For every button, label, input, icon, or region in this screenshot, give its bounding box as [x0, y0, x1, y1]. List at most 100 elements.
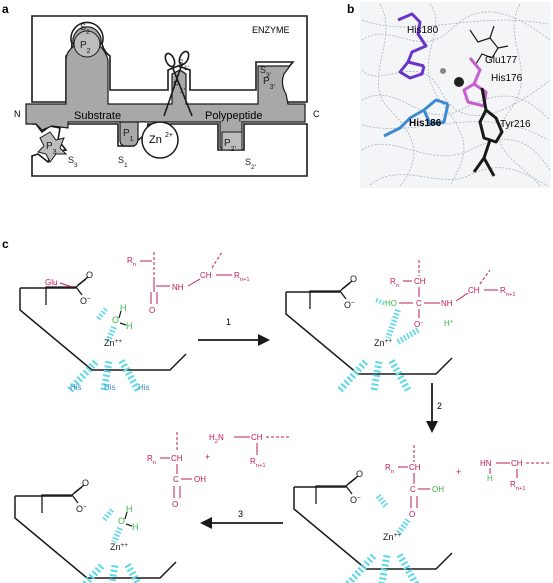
r-group-label: Rn+1: [250, 457, 266, 469]
zinc-sphere: [454, 77, 464, 87]
amine-h2n: H2N: [209, 433, 224, 445]
carbonyl-bond: [73, 484, 85, 494]
carboxyl-oxygen: O: [356, 469, 363, 479]
carboxyl-oxygen: O: [86, 270, 93, 280]
step-arrow-1: 1: [198, 317, 270, 346]
pocket-label-p1: P2: [80, 40, 91, 55]
carboxylate-oxygen: O−: [344, 300, 355, 311]
o-h-bond: [124, 511, 128, 520]
residue-glu177: [469, 25, 509, 65]
label-his176: His176: [491, 73, 523, 84]
pocket-label-p3: P3: [46, 141, 57, 156]
backbone-bond: [479, 269, 491, 285]
zinc-label: Zn: [149, 134, 162, 146]
step-arrow-3: 3: [200, 509, 283, 529]
c-terminus-label: C: [313, 109, 320, 119]
water-sphere: [440, 68, 446, 74]
ribbon-strand: [428, 3, 465, 187]
zinc-ion-label: Zn++: [374, 338, 392, 349]
panel-b-structure: His180 Glu177 His176 His186 Tyr216: [360, 2, 551, 188]
hydroxyl: HO: [385, 299, 397, 308]
zinc-ion: [141, 121, 179, 159]
water-hydrogen: H: [132, 522, 139, 532]
alpha-ch: CH: [171, 454, 183, 463]
ribbon-strand: [378, 3, 415, 187]
glu-side-chain: [41, 494, 72, 513]
zinc-ion-label: Zn++: [383, 532, 401, 543]
hydroxyl: OH: [194, 475, 206, 484]
alpha-ch: CH: [468, 286, 480, 295]
pocket-p3: [37, 131, 68, 163]
zinc-coordination: [385, 308, 401, 340]
tetrahedral-carbon: C: [416, 299, 422, 308]
step-arrow-2: 2: [426, 383, 442, 433]
carboxylate-oxygen: O−: [350, 495, 361, 506]
carboxyl-oxygen: O: [82, 478, 89, 488]
his-coordination-bond: [118, 358, 142, 392]
zinc-ion-label: Zn++: [110, 542, 128, 553]
step-2-label: 2: [437, 401, 442, 411]
h-bond: [102, 508, 114, 522]
alpha-ch: CH: [200, 271, 212, 280]
r-group-label: Rn: [390, 277, 399, 289]
carbonyl-bond: [77, 276, 89, 286]
zinc-coordination: [375, 494, 389, 508]
o-h-bond: [125, 523, 133, 527]
water-oxygen: O: [118, 516, 125, 526]
his-coordination-bond: [108, 563, 119, 583]
label-tyr216: Tyr216: [500, 119, 531, 130]
subsite-label-s4: S1': [178, 58, 189, 72]
alpha-ch: CH: [251, 433, 263, 442]
water-hydrogen: H: [120, 303, 127, 313]
ribbon-strand: [369, 167, 549, 187]
carboxyl-oxygen: O: [350, 274, 357, 284]
ribbon-strand: [361, 94, 551, 121]
ribbon-strand: [361, 121, 549, 141]
h-bond: [96, 307, 108, 321]
residue-his186: [383, 98, 450, 138]
carbonyl-oxygen: O: [172, 500, 178, 509]
residue-tyr216: [472, 87, 504, 177]
residue-his176: [462, 57, 488, 108]
pocket-label-p5: P2': [224, 138, 237, 153]
pocket-label-p6: P3': [263, 76, 276, 91]
amine-hydrogen: H: [487, 474, 493, 483]
oxyanion: O−: [414, 320, 424, 329]
r-group-label: Rn: [385, 463, 394, 475]
his-coordination-bond: [388, 358, 412, 392]
bond: [455, 292, 469, 302]
zinc-ion-label: Zn++: [104, 338, 122, 349]
water-hydrogen: H: [126, 321, 133, 331]
zinc-charge: 2+: [165, 132, 173, 139]
panel-a-letter: a: [2, 2, 9, 16]
scissors-icon: [163, 50, 193, 117]
glu-side-chain: [309, 290, 340, 309]
glu-leader: [59, 282, 73, 288]
ribbon-strand: [361, 19, 549, 28]
carboxylate-bond: [345, 485, 353, 495]
subsite-label-s2: S1: [118, 155, 128, 169]
enzyme-pocket-outline: [14, 496, 177, 579]
r-group-label: Rn: [147, 454, 156, 466]
amine-hn: HN: [480, 459, 492, 468]
plus-sign: +: [456, 467, 461, 477]
glu-side-chain: [45, 286, 76, 305]
enzyme-pocket-outline: [19, 288, 187, 371]
r-group-label: Rn: [127, 256, 136, 268]
substrate-label: Substrate: [74, 110, 121, 122]
subsite-label-s6: S3': [260, 65, 271, 79]
step-3-label: 3: [238, 509, 243, 519]
pocket-p2prime: [221, 131, 243, 151]
alpha-ch: CH: [409, 463, 421, 472]
n-terminus-label: N: [14, 109, 21, 119]
alpha-ch: CH: [511, 459, 523, 468]
label-glu177: Glu177: [485, 55, 518, 66]
alpha-ch: CH: [414, 277, 426, 286]
